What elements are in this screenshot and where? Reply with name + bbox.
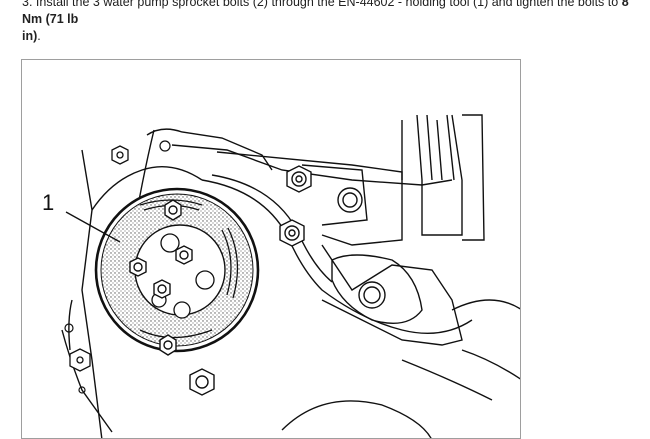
bolt-center — [279, 219, 305, 247]
timing-cover-bracket — [216, 114, 520, 401]
technical-illustration: 1 — [21, 59, 521, 439]
torque-value-wrap: in) — [22, 29, 38, 43]
bolt-left — [69, 348, 91, 372]
holding-tool — [94, 187, 260, 356]
bolt-top-left — [111, 145, 129, 165]
mount-hole — [78, 386, 86, 394]
callout-label-1: 1 — [42, 190, 55, 215]
bolt-upper-mid — [286, 165, 312, 193]
engine-housing — [61, 128, 473, 438]
mount-hole — [64, 323, 74, 333]
instruction-step: 3. Install the 3 water pump sprocket bol… — [22, 0, 632, 45]
step-number: 3. — [22, 0, 33, 9]
step-text: Install the 3 water pump sprocket bolts … — [35, 0, 619, 9]
callout-leader-1 — [65, 211, 121, 243]
step-trailing: . — [37, 29, 41, 43]
bolt-lower — [189, 368, 215, 396]
torque-value: 8 Nm (71 lb — [22, 0, 629, 26]
water-pump-sprocket-diagram — [61, 114, 520, 438]
mount-hole — [159, 140, 171, 152]
